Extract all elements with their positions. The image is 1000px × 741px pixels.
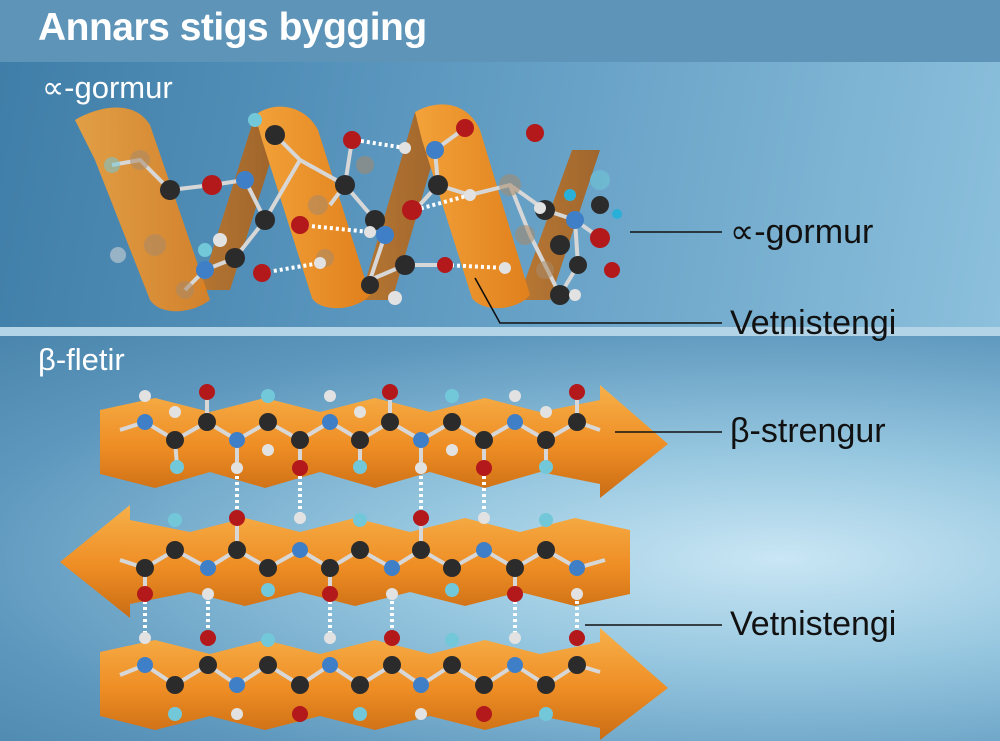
beta-strand-3-ribbon <box>100 628 668 740</box>
page-title: Annars stigs bygging <box>38 6 427 49</box>
beta-strand-label: β-strengur <box>730 412 886 450</box>
beta-strand-2-ribbon <box>60 505 630 618</box>
helix-atoms <box>104 113 622 305</box>
panel-divider <box>0 327 1000 336</box>
beta-strand-1-ribbon <box>100 385 668 498</box>
strand-1-atoms <box>137 384 586 476</box>
helix-callout-lines <box>474 231 722 324</box>
sheet-hydrogen-bonds <box>143 470 579 638</box>
helix-hydrogen-bond-label: Vetnistengi <box>730 304 897 342</box>
beta-section-heading: β-fletir <box>38 342 125 377</box>
sheet-hydrogen-bond-label: Vetnistengi <box>730 605 897 643</box>
beta-sheet <box>60 384 668 740</box>
title-bar <box>0 0 1000 62</box>
alpha-helix <box>75 104 622 312</box>
sheet-callout-lines <box>585 431 722 626</box>
strand-3-atoms <box>137 630 586 722</box>
strand-2-atoms <box>136 510 585 602</box>
alpha-section-heading: ∝-gormur <box>42 70 173 105</box>
helix-hydrogen-bonds <box>261 138 506 275</box>
alpha-helix-label: ∝-gormur <box>730 213 874 251</box>
